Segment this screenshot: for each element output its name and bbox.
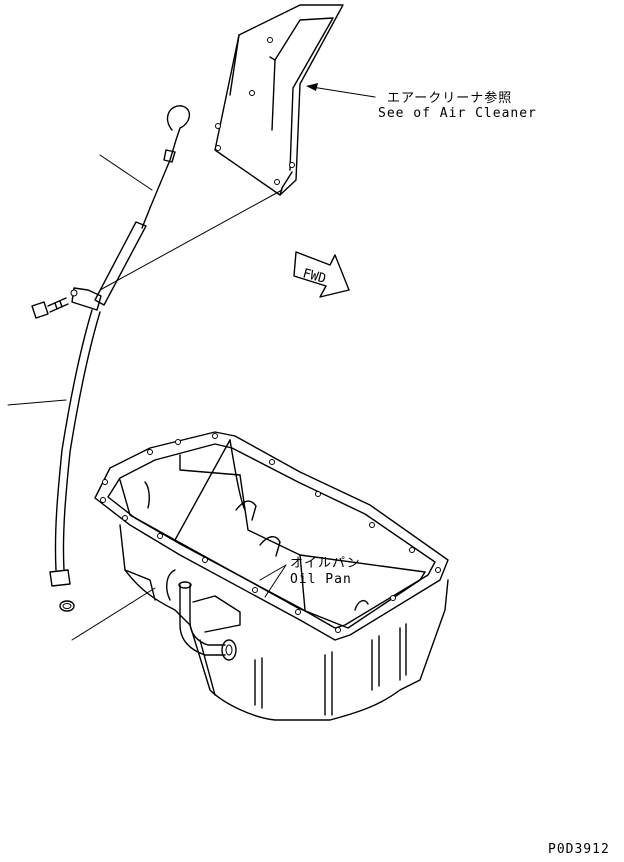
- fwd-label: FWD: [301, 266, 328, 287]
- oil-pan-leaders: [259, 564, 287, 598]
- oil-pan-drain-tube: [178, 581, 241, 661]
- oil-pan-label-en: Oil Pan: [290, 572, 352, 587]
- dipstick: [70, 105, 190, 311]
- fwd-arrow-icon: FWD: [293, 251, 350, 298]
- oil-pan-label-jp: オイルパン: [290, 556, 361, 571]
- oil-pan: [94, 431, 449, 721]
- bolt: [31, 297, 69, 319]
- air-cleaner-label-en: See of Air Cleaner: [378, 106, 537, 121]
- drawing-number: P0D3912: [548, 842, 610, 857]
- air-cleaner-bracket: [214, 4, 344, 196]
- air-cleaner-label-jp: エアークリーナ参照: [387, 91, 513, 106]
- dipstick-guide-tube: [49, 309, 101, 612]
- air-cleaner-leader: [306, 83, 376, 98]
- reference-leaders: [7, 154, 283, 641]
